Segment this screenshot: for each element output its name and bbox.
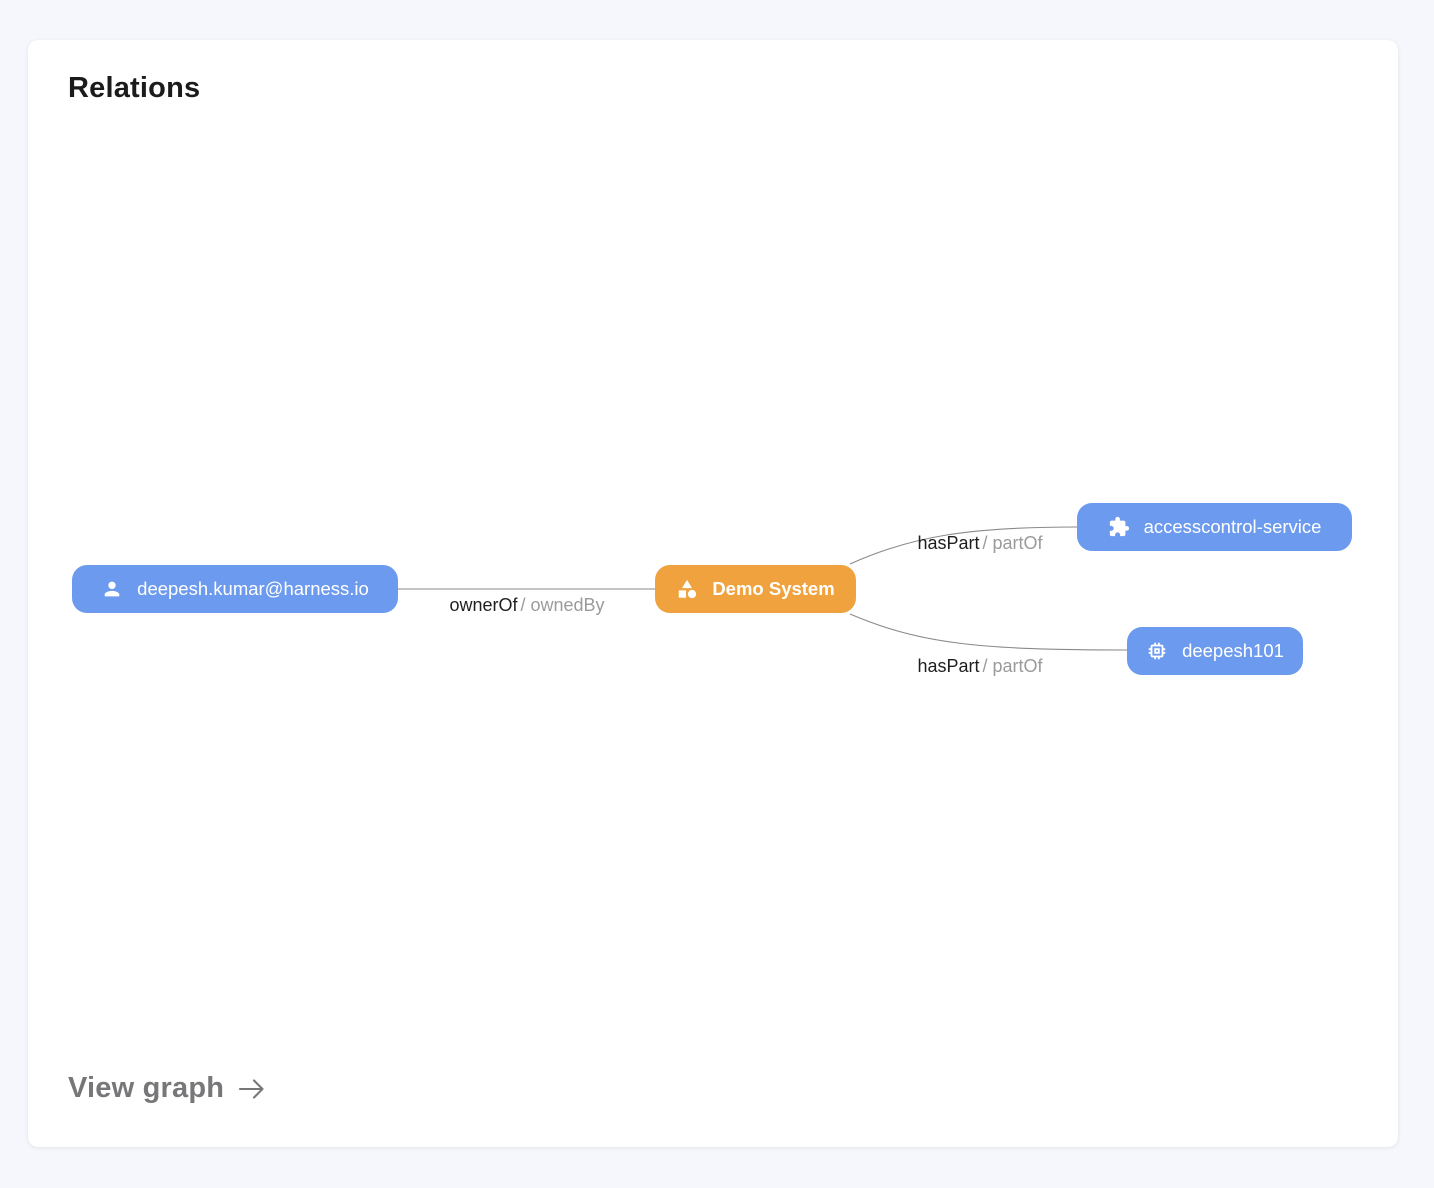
node-label: deepesh.kumar@harness.io [137, 578, 369, 599]
relations-card: Relations ownerOf/ ownedBy hasPart/ part… [28, 40, 1398, 1147]
relations-graph: ownerOf/ ownedBy hasPart/ partOf hasPart… [28, 40, 1398, 1147]
node-label: Demo System [712, 578, 835, 599]
edge-label-ownerof: ownerOf/ ownedBy [417, 595, 637, 616]
edge-label-primary: ownerOf [449, 595, 518, 615]
edge-label-primary: hasPart [917, 533, 980, 553]
graph-node-system[interactable]: Demo System [655, 565, 856, 613]
chip-icon [1146, 640, 1168, 662]
graph-edges [398, 526, 1128, 651]
graph-node-user[interactable]: deepesh.kumar@harness.io [72, 565, 398, 613]
view-graph-label: View graph [68, 1072, 225, 1104]
card-title: Relations [68, 72, 201, 104]
category-icon [676, 578, 698, 600]
edge-label-haspart-top: hasPart/ partOf [870, 533, 1090, 554]
graph-node-service[interactable]: accesscontrol-service [1077, 503, 1352, 551]
edge-label-haspart-bottom: hasPart/ partOf [870, 656, 1090, 677]
edge-haspart-top-line [849, 526, 1078, 565]
node-label: accesscontrol-service [1143, 516, 1322, 537]
person-icon [101, 578, 123, 600]
puzzle-icon [1108, 516, 1130, 538]
graph-node-component[interactable]: deepesh101 [1127, 627, 1303, 675]
edge-label-secondary: / partOf [982, 533, 1043, 553]
edge-haspart-bottom-line [849, 613, 1128, 651]
node-label: deepesh101 [1182, 640, 1284, 661]
arrow-right-icon [239, 1078, 264, 1099]
edge-label-secondary: / ownedBy [520, 595, 605, 615]
edge-label-secondary: / partOf [982, 656, 1043, 676]
edge-label-primary: hasPart [917, 656, 980, 676]
view-graph-link[interactable]: View graph [68, 1072, 268, 1105]
